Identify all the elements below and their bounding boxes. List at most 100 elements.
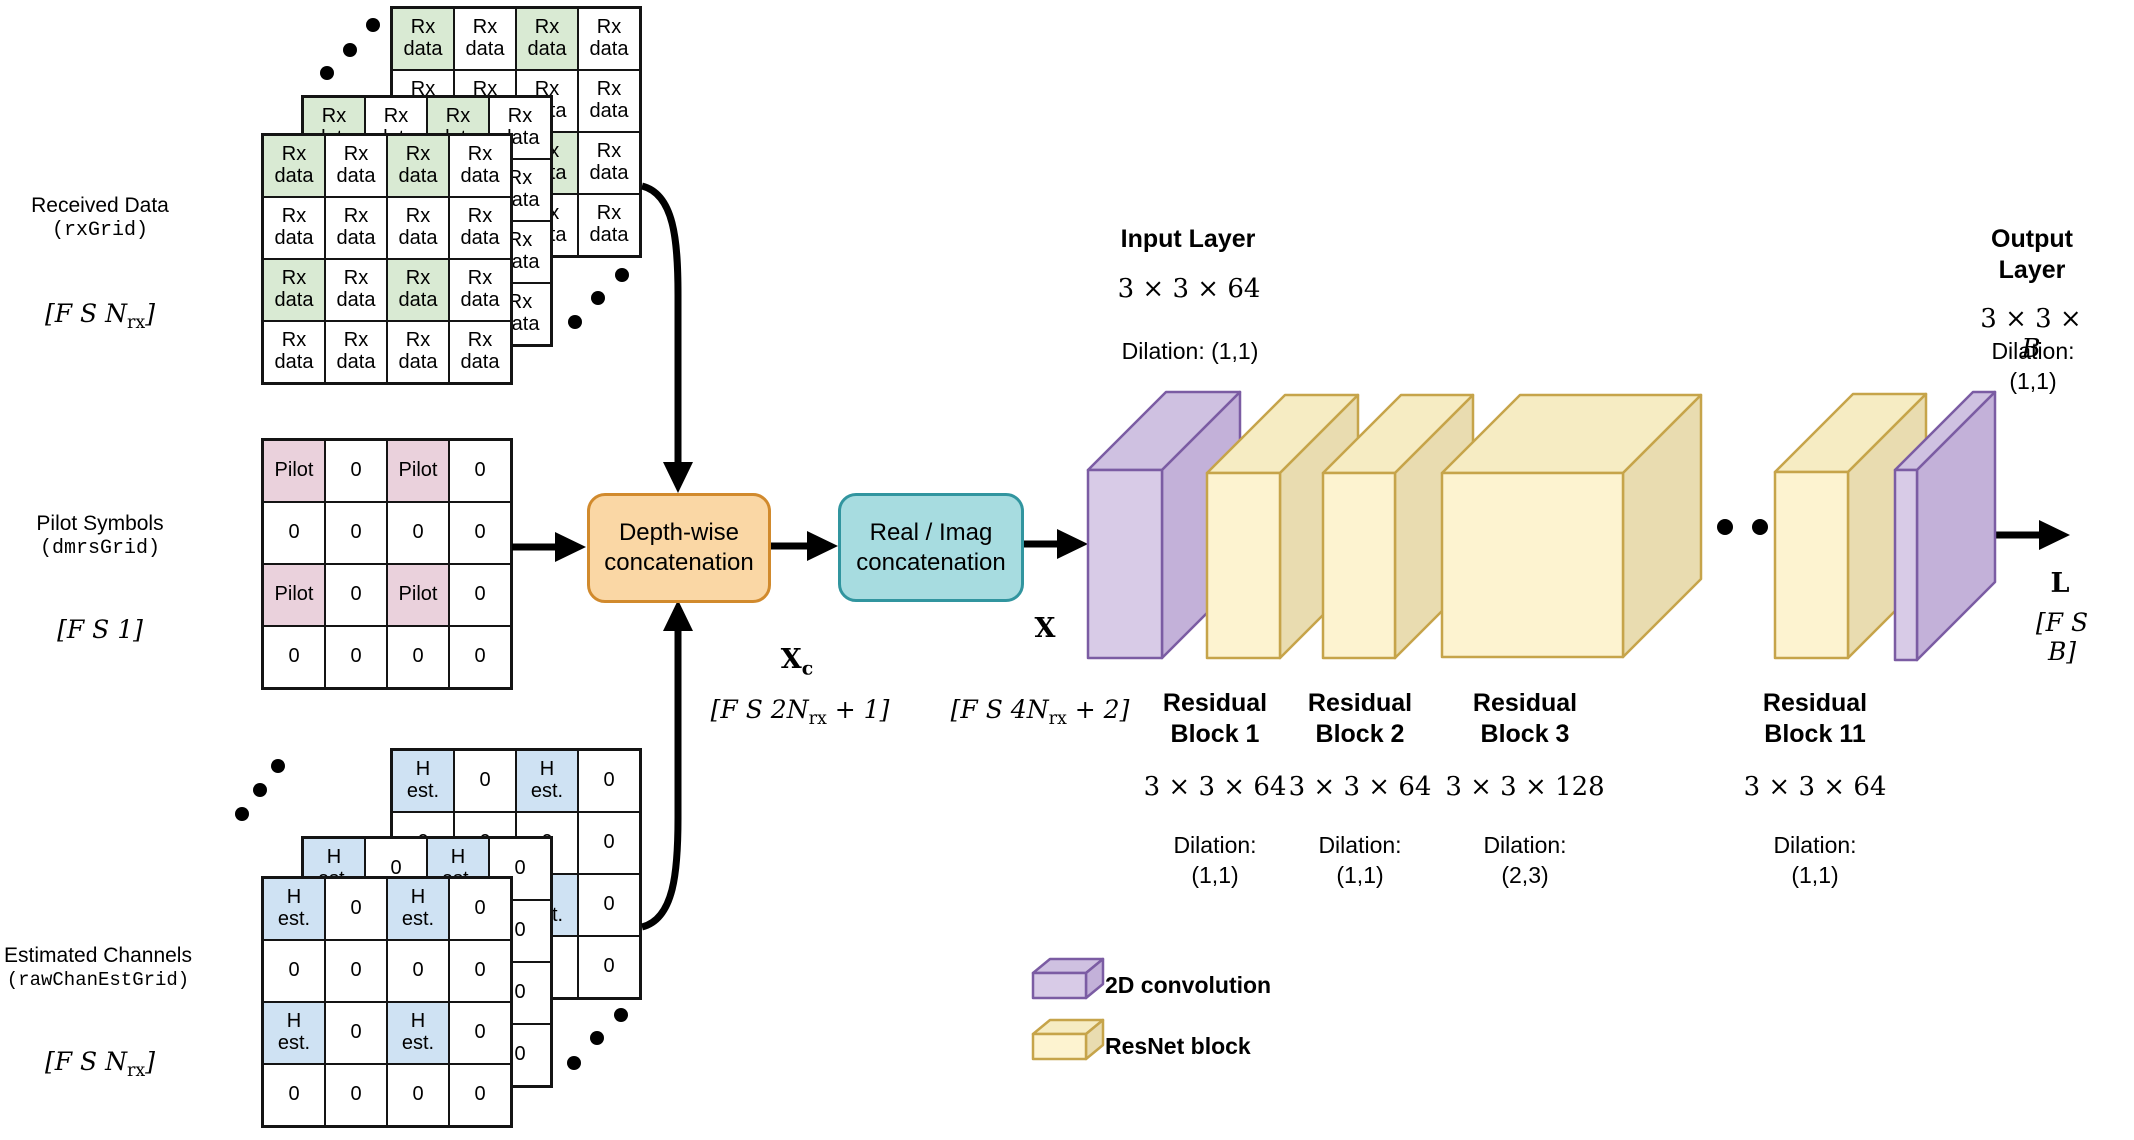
dim-pre: [F S 1] — [57, 615, 143, 644]
grid-cell: Rx data — [325, 259, 387, 321]
residual-block-2-dilation: Dilation:(1,1) — [1318, 831, 1401, 891]
grid-cell: Rx data — [263, 197, 325, 259]
grid-cell: 0 — [387, 502, 449, 564]
grid-cell: 0 — [387, 1064, 449, 1126]
grid-cell: Rx data — [387, 135, 449, 197]
grid-cell: 0 — [325, 878, 387, 940]
tensor-l-symbol: L — [2050, 568, 2070, 599]
dim-post: ] — [145, 1047, 156, 1076]
grid-cell: Rx data — [449, 321, 511, 383]
grid-cell: 0 — [263, 502, 325, 564]
residual-block-11 — [1773, 392, 1928, 660]
grid-cell: 0 — [449, 502, 511, 564]
xc-letter: X — [780, 644, 802, 675]
residual-block-3-kernel: 3 × 3 × 128 — [1445, 772, 1605, 802]
grid-cell: Rx data — [449, 135, 511, 197]
grid-cell: Pilot — [387, 440, 449, 502]
grid-cell: 0 — [325, 1064, 387, 1126]
depthwise-to-realimag-arrow — [765, 531, 838, 561]
grid-cell: Rx data — [325, 197, 387, 259]
input-layer-dilation: Dilation: (1,1) — [1121, 338, 1259, 364]
input-layer-title: Input Layer — [1120, 225, 1256, 253]
grid-cell: 0 — [325, 626, 387, 688]
legend-resnet-cube-icon — [1031, 1018, 1105, 1061]
residual-block-1 — [1205, 393, 1360, 660]
pilot-symbols-title: Pilot Symbols — [36, 512, 164, 535]
grid-cell: 0 — [325, 1002, 387, 1064]
dilation-value: (1,1) — [1791, 861, 1839, 888]
dim-sub: rx — [808, 709, 827, 729]
grid-cell: 0 — [449, 878, 511, 940]
legend-conv-cube-icon — [1031, 957, 1105, 1000]
dim-sub: rx — [126, 313, 146, 333]
kernel-pre: 3 × 3 × — [1980, 304, 2082, 334]
grid-cell: H est. — [263, 1002, 325, 1064]
grid-cell: Rx data — [578, 194, 640, 256]
grid-cell: 0 — [325, 440, 387, 502]
dim-pre: [F S N — [44, 1047, 127, 1076]
estimated-channels-title: Estimated Channels — [4, 944, 192, 967]
grid-cell: Rx data — [387, 321, 449, 383]
residual-block-3 — [1440, 393, 1703, 659]
title-line1: Residual — [1472, 689, 1578, 717]
estimated-channels-code: (rawChanEstGrid) — [6, 969, 190, 991]
residual-block-11-dilation: Dilation:(1,1) — [1773, 831, 1856, 891]
network-ellipsis-icon — [1682, 519, 1768, 535]
grid-cell: 0 — [263, 626, 325, 688]
grid-cell: 0 — [449, 626, 511, 688]
received-data-dims: [F S Nrx] — [45, 270, 155, 333]
dim-post: + 2] — [1066, 695, 1130, 724]
grid-cell: 0 — [578, 812, 640, 874]
dim-sub: rx — [126, 1061, 146, 1081]
dilation-value: (2,3) — [1501, 861, 1549, 888]
residual-block-11-kernel: 3 × 3 × 64 — [1743, 772, 1887, 802]
pilot-symbols-code: (dmrsGrid) — [39, 537, 161, 560]
grid-cell: Pilot — [263, 440, 325, 502]
dim-post: ] — [145, 299, 156, 328]
grid-cell: 0 — [578, 936, 640, 998]
grid-cell: 0 — [578, 750, 640, 812]
rx-to-depthwise-arrow — [640, 182, 693, 493]
dilation-label: Dilation: — [1318, 832, 1402, 858]
tensor-xc-dims: [F S 2Nrx + 1] — [711, 666, 890, 729]
grid-cell: Rx data — [263, 135, 325, 197]
dilation-label: Dilation: — [1173, 832, 1257, 858]
dim-pre: [F S 2N — [710, 695, 809, 724]
grid-cell: Rx data — [325, 135, 387, 197]
grid-cell: Pilot — [387, 564, 449, 626]
residual-block-1-dilation: Dilation:(1,1) — [1173, 831, 1256, 891]
title-line2: Block 1 — [1170, 720, 1260, 749]
residual-block-3-dilation: Dilation: (2,3) — [1483, 831, 1566, 891]
grid-cell: 0 — [454, 750, 516, 812]
output-conv-block — [1893, 390, 1997, 662]
realimag-to-network-arrow — [1018, 529, 1088, 559]
grid-cell: Pilot — [263, 564, 325, 626]
title-line1: Residual — [1162, 689, 1268, 717]
received-data-code: (rxGrid) — [51, 219, 149, 242]
pilot-to-depthwise-arrow — [512, 532, 586, 562]
title-line2: Block 3 — [1480, 720, 1570, 749]
dim-post: + 1] — [826, 695, 890, 724]
pilot-symbols-dims: [F S 1] — [57, 586, 143, 649]
grid-cell: 0 — [325, 564, 387, 626]
grid-cell: Rx data — [263, 259, 325, 321]
grid-cell: Rx data — [454, 8, 516, 70]
grid-cell: 0 — [387, 940, 449, 1002]
grid-cell: 0 — [449, 940, 511, 1002]
dilation-label: Dilation: — [1483, 832, 1567, 858]
grid-cell: Rx data — [387, 197, 449, 259]
tensor-x-symbol: X — [1034, 613, 1056, 644]
residual-block-2 — [1321, 393, 1475, 660]
realimag-concat-box: Real / Imag concatenation — [838, 493, 1024, 602]
grid-cell: H est. — [392, 750, 454, 812]
output-layer-dilation: Dilation: (1,1) — [1991, 338, 2075, 394]
output-arrow — [1952, 520, 2070, 550]
legend-conv-label: 2D convolution — [1105, 972, 1272, 998]
